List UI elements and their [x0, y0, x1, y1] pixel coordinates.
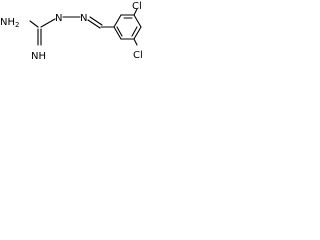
atom-labels: NH2 NH N N Cl Cl: [0, 1, 143, 62]
bond-ring-cl-top: [133, 8, 138, 16]
bond-n-ch-double-2: [89, 16, 103, 26]
ring-bond-3: [133, 14, 142, 28]
ring-bond-1: [113, 14, 122, 28]
chemical-structure-diagram: NH2 NH N N Cl Cl: [0, 1, 143, 62]
ring-bond-4: [133, 26, 142, 40]
ring-bond-6: [113, 26, 122, 40]
ring-double-bond-3: [116, 26, 123, 37]
nh2-label: NH2: [0, 17, 19, 29]
bond-n-ch-double-1: [87, 19, 101, 29]
nh-imine-label: NH: [31, 51, 46, 62]
cl-bottom-label: Cl: [133, 50, 143, 61]
n-hydrazone-label-2: N: [80, 13, 87, 24]
benzene-ring: [100, 8, 142, 46]
bond-c-nh2: [29, 20, 39, 28]
cl-top-label: Cl: [132, 1, 142, 12]
n-hydrazone-label-1: N: [55, 13, 62, 24]
bond-c-n-hydrazone: [40, 18, 56, 28]
bond-ring-cl-bottom: [133, 38, 138, 46]
hydrazone-linker: [62, 16, 103, 29]
ring-double-bond-2: [131, 26, 138, 37]
guanidine-group: [29, 18, 56, 46]
